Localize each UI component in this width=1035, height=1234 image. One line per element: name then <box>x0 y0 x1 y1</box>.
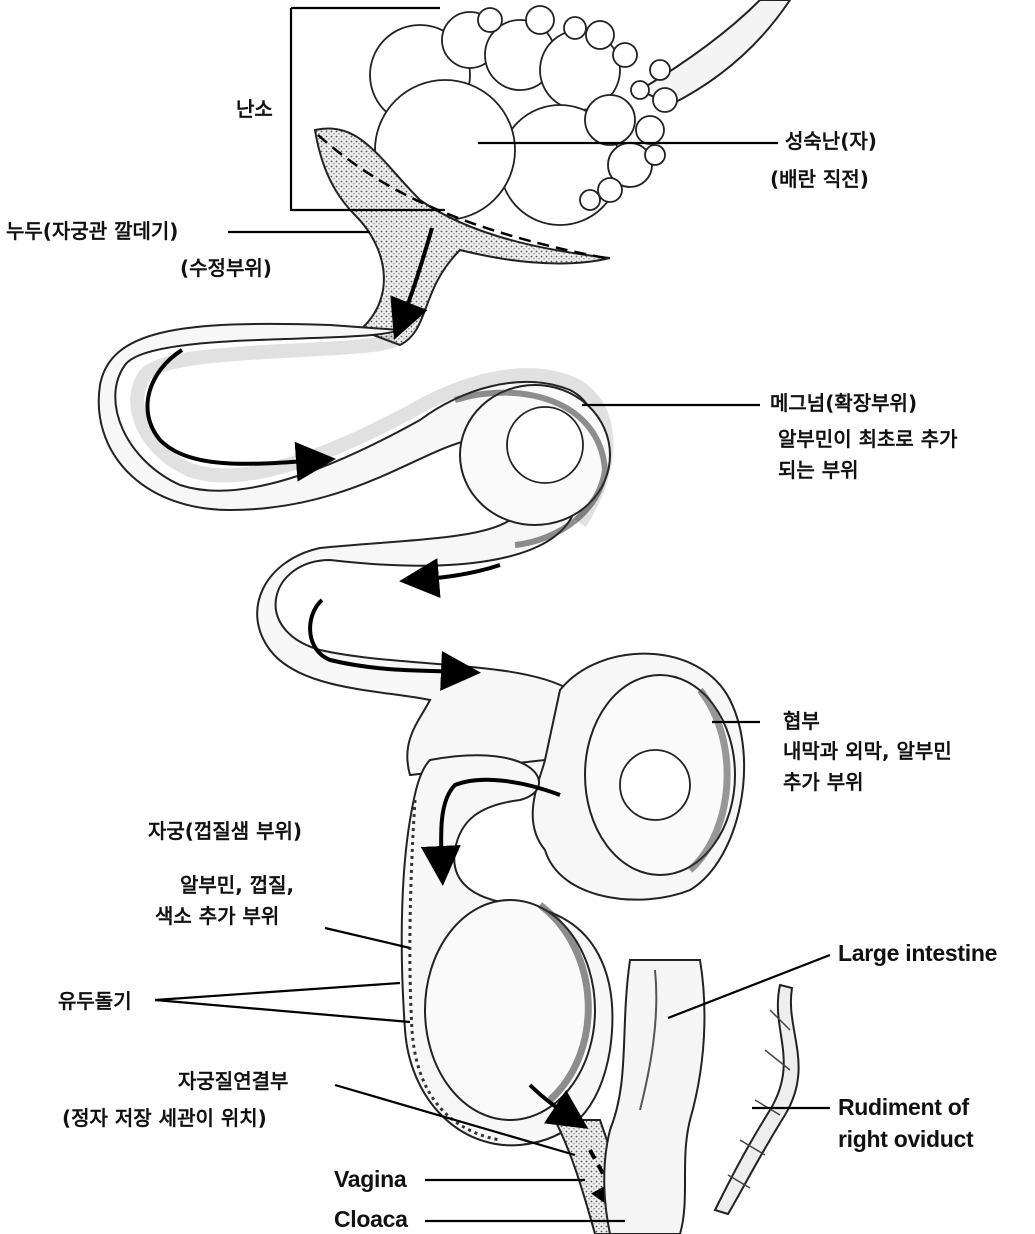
rudiment-right-oviduct-shape <box>715 985 799 1214</box>
label-rudiment-1: Rudiment of <box>838 1094 969 1121</box>
label-isthmus: 협부 <box>783 708 820 735</box>
label-infundibulum: 누두(자궁관 깔데기) <box>6 218 178 245</box>
label-uterus-note-1: 알부민, 껍질, <box>180 872 294 899</box>
label-ovary: 난소 <box>236 96 273 123</box>
label-uterovaginal-note: (정자 저장 세관이 위치) <box>62 1105 267 1132</box>
label-isthmus-note-1: 내막과 외막, 알부민 <box>783 738 952 765</box>
label-rudiment-2: right oviduct <box>838 1126 973 1153</box>
label-uterus: 자궁(껍질샘 부위) <box>148 818 302 845</box>
label-mature-ovum: 성숙난(자) <box>785 128 877 155</box>
label-magnum-note-2: 되는 부위 <box>778 457 859 484</box>
large-intestine-shape <box>604 960 704 1234</box>
label-uterovaginal: 자궁질연결부 <box>178 1068 288 1095</box>
label-villi: 유두돌기 <box>58 988 132 1015</box>
label-isthmus-note-2: 추가 부위 <box>783 769 864 796</box>
label-uterus-note-2: 색소 추가 부위 <box>155 903 279 930</box>
label-mature-ovum-note: (배란 직전) <box>770 166 869 193</box>
label-infundibulum-note: (수정부위) <box>180 255 272 282</box>
isthmus-section <box>533 654 744 900</box>
label-magnum-note-1: 알부민이 최초로 추가 <box>778 426 958 453</box>
magnum-tube <box>99 324 610 775</box>
ovary-follicles <box>370 0 790 225</box>
label-vagina: Vagina <box>334 1166 406 1193</box>
label-large-intestine: Large intestine <box>838 940 997 967</box>
label-magnum: 메그넘(확장부위) <box>770 390 917 417</box>
label-cloaca: Cloaca <box>334 1206 408 1233</box>
